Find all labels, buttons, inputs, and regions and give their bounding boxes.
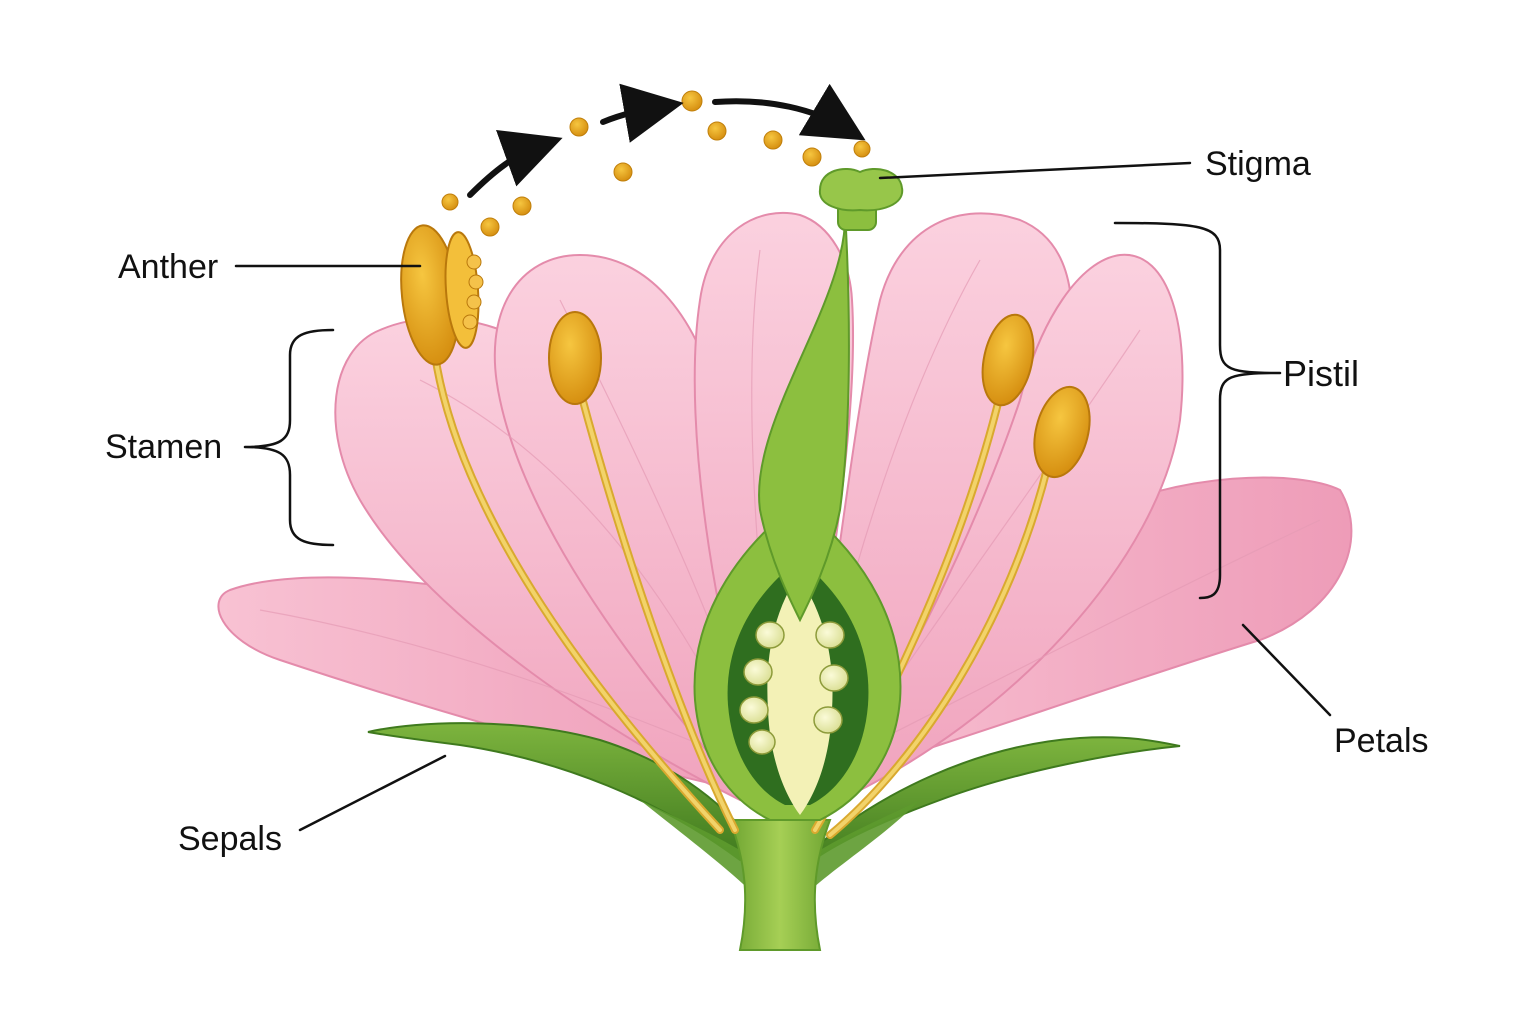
anther-3 [981,313,1035,407]
anthers [400,224,1091,479]
style [758,209,850,623]
stem [728,819,832,951]
label-petals: Petals [1334,722,1429,760]
pollination-arrows [467,83,866,198]
stamen-bracket [243,328,335,547]
stigma-leader [878,161,1192,180]
arrow-1 [467,129,563,198]
anther-open [400,224,484,366]
pistil-bracket [1113,221,1282,600]
arrow-3 [712,83,866,141]
anther-2 [548,311,602,405]
pistil [693,168,904,821]
label-stigma: Stigma [1205,145,1311,183]
filament-4-hl [828,463,1050,837]
label-anther: Anther [118,248,219,286]
filament-2-hl [578,388,737,832]
arrow-2 [600,83,684,143]
sepals-leader [298,754,447,832]
petals-leader [1241,623,1332,717]
ovules [739,621,849,755]
label-sepals: Sepals [178,820,282,858]
anther-4 [1033,385,1091,479]
stigma [818,168,904,212]
petal-right-outer [818,253,1184,801]
leader-lines [234,161,1332,832]
label-pistil: Pistil [1283,353,1360,394]
label-stamen: Stamen [105,428,223,466]
filament-1-hl [433,353,722,832]
pollen-grains [441,90,871,237]
